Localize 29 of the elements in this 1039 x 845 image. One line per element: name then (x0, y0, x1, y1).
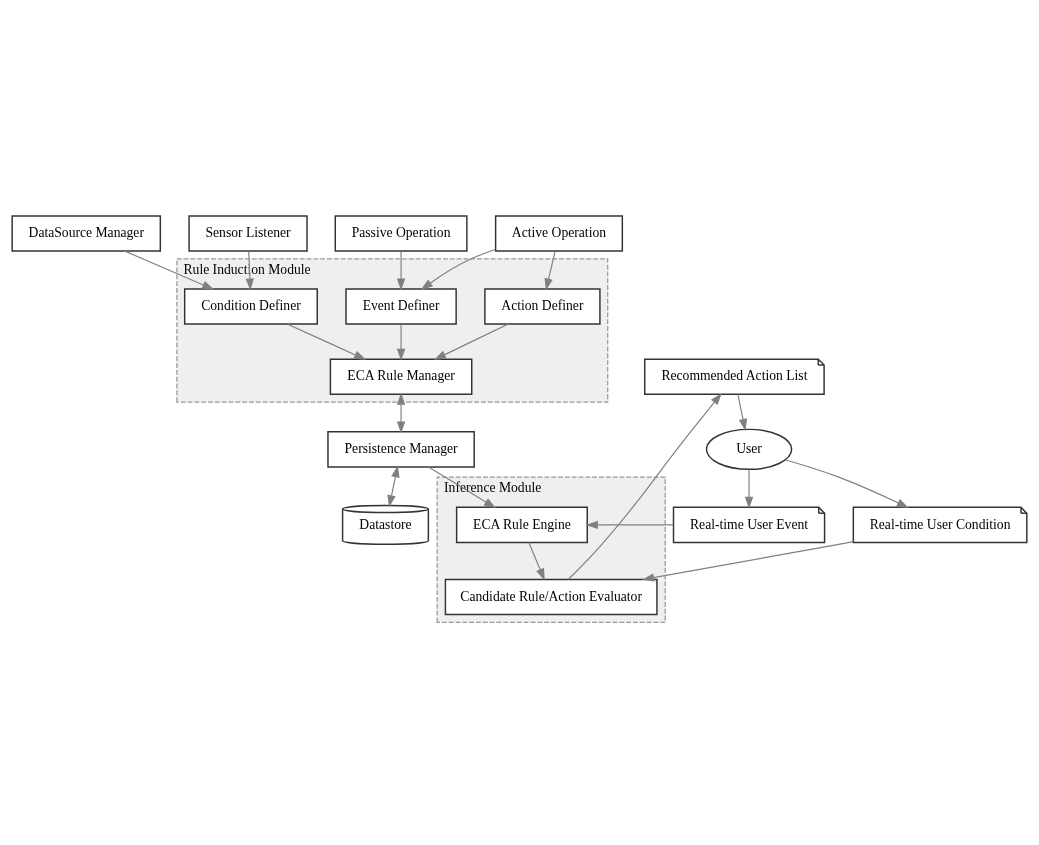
node-box: ECA Rule Engine (455, 506, 588, 543)
node-box: ECA Rule Manager (329, 357, 473, 395)
arrow (544, 250, 556, 291)
arrow (528, 541, 545, 581)
arrow (785, 458, 909, 508)
arrow (567, 392, 722, 580)
node-box: Active Operation (494, 214, 624, 252)
node-box: Action Definer (484, 287, 601, 325)
arrow (744, 468, 754, 509)
arrow (737, 393, 748, 431)
node-box: Event Definer (345, 287, 457, 325)
arrow (287, 323, 367, 360)
node-box: Sensor Listener (188, 214, 308, 252)
arrow (433, 323, 509, 360)
arrow (124, 250, 215, 290)
arrow (396, 392, 406, 434)
arrow (585, 520, 674, 529)
arrow (642, 540, 854, 582)
arrow (245, 250, 255, 291)
arrow (396, 323, 406, 361)
node-ellipse: User (705, 428, 793, 470)
node-box: Condition Definer (183, 287, 318, 325)
node-box: Passive Operation (334, 214, 468, 252)
node-box: Persistence Manager (327, 430, 475, 468)
arrow (420, 248, 496, 290)
arrow (387, 464, 400, 507)
arrow (396, 250, 406, 291)
node-box: Candidate Rule/Action Evaluator (444, 578, 658, 615)
node-box: DataSource Manager (11, 214, 162, 252)
